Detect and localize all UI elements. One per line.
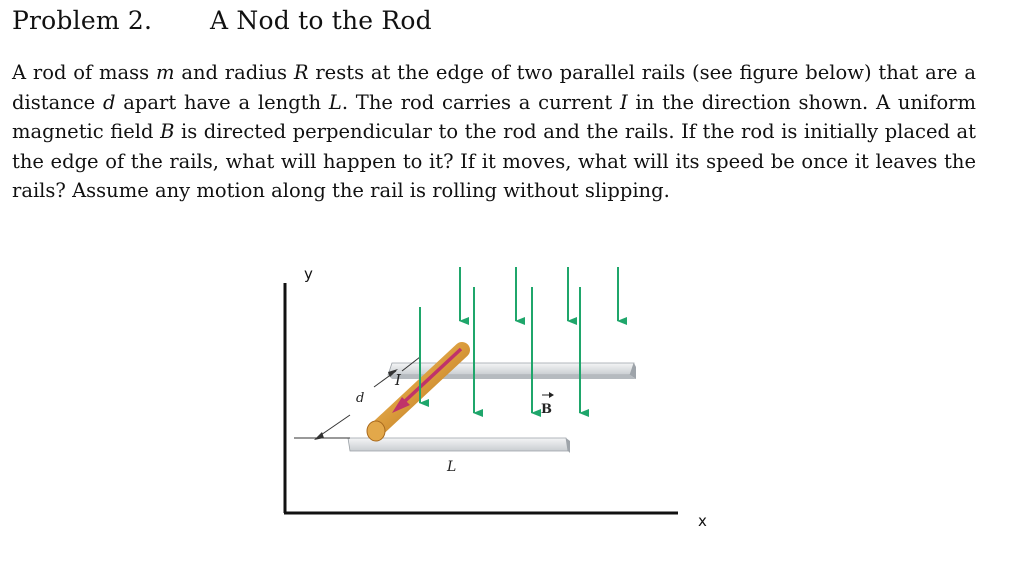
problem-statement: A rod of mass m and radius R rests at th… [12, 58, 976, 206]
field-arrows [419, 267, 627, 417]
text-segment: in the direction shown. A uniform magnet… [12, 90, 976, 144]
var-R: R [293, 61, 309, 84]
var-B: B [160, 120, 175, 143]
y-axis-label: y [304, 265, 313, 283]
var-I: I [620, 90, 628, 114]
text-segment: apart have a length [115, 90, 329, 114]
var-m: m [156, 61, 175, 84]
text-segment: is directed perpendicular to the rod and… [12, 120, 976, 202]
problem-heading: Problem 2. A Nod to the Rod [12, 6, 432, 35]
text-segment: . The rod carries a current [341, 90, 621, 114]
label-B: B [541, 392, 554, 417]
current-arrow [392, 347, 463, 413]
var-d: d [103, 90, 116, 114]
front-rail [347, 437, 570, 453]
x-axis-label: x [698, 512, 707, 530]
label-I-leader [401, 356, 421, 372]
label-L: L [446, 459, 456, 475]
label-d: d [356, 391, 364, 406]
text-segment: rests at the edge of two parallel rails … [12, 61, 976, 114]
var-L: L [328, 90, 342, 114]
label-I: I [394, 371, 402, 389]
text-segment: A rod of mass [12, 61, 156, 84]
problem-number: Problem 2. [12, 6, 153, 35]
svg-text:B: B [541, 402, 552, 417]
problem-title: A Nod to the Rod [210, 6, 432, 35]
rod-rails-figure: y x d I [283, 265, 707, 530]
text-segment: and radius [174, 61, 294, 84]
distance-d-marker [294, 369, 398, 440]
